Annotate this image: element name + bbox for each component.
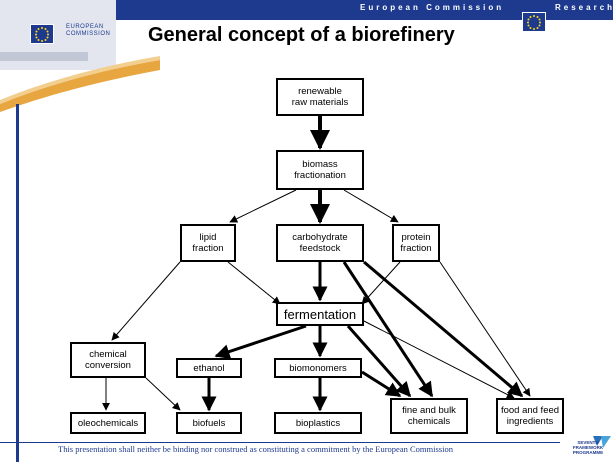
top-bar — [116, 0, 613, 20]
fp7-line2: PROGRAMME — [572, 450, 604, 455]
node-protein-fraction: protein fraction — [392, 224, 440, 262]
node-chemical-conversion: chemical conversion — [70, 342, 146, 378]
node-fine-bulk-chemicals: fine and bulk chemicals — [390, 398, 468, 434]
arrow-fermentation-ethanol — [214, 324, 307, 359]
footer-line — [0, 442, 560, 443]
page-title: General concept of a biorefinery — [148, 24, 455, 46]
research-label: Research — [555, 3, 613, 12]
arrow-biomass-protein — [343, 189, 399, 223]
commission-label: European Commission — [360, 3, 505, 12]
node-carbohydrate-feedstock: carbohydrate feedstock — [276, 224, 364, 262]
node-lipid-fraction: lipid fraction — [180, 224, 236, 262]
header-panel — [0, 0, 116, 70]
node-food-feed-ingredients: food and feed ingredients — [496, 398, 564, 434]
fp7-line1: SEVENTH FRAMEWORK — [572, 440, 604, 450]
header-strip — [0, 52, 88, 61]
left-edge-line — [16, 104, 19, 462]
arrow-protein-food — [439, 261, 531, 397]
eu-flag-icon — [30, 24, 54, 44]
logo-text: EUROPEAN COMMISSION — [66, 24, 110, 38]
arrow-biomass-lipid — [229, 189, 297, 223]
node-biomonomers: biomonomers — [274, 358, 362, 378]
arrow-lipid-fermentation — [227, 261, 281, 305]
node-bioplastics: bioplastics — [274, 412, 362, 434]
node-oleochemicals: oleochemicals — [70, 412, 146, 434]
node-ethanol: ethanol — [176, 358, 242, 378]
logo-line1: EUROPEAN — [66, 24, 104, 30]
arrow-protein-fermentation — [361, 261, 401, 305]
arrow-biomonomers-finebulk — [361, 370, 402, 398]
node-fermentation: fermentation — [276, 302, 364, 326]
fp7-logo-icon — [593, 436, 611, 448]
fp7-label: SEVENTH FRAMEWORK PROGRAMME — [563, 440, 613, 455]
footer-disclaimer: This presentation shall neither be bindi… — [58, 444, 453, 454]
node-biomass-fractionation: biomass fractionation — [276, 150, 364, 190]
fp7-logo: SEVENTH FRAMEWORK PROGRAMME — [563, 434, 613, 462]
arrow-lipid-chemical — [111, 261, 181, 341]
arrow-chemical-biofuels — [145, 377, 181, 411]
arrow-carbohydrate-food — [363, 260, 524, 398]
node-biofuels: biofuels — [176, 412, 242, 434]
node-renewable-raw-materials: renewable raw materials — [276, 78, 364, 116]
arrow-fermentation-food — [361, 319, 515, 399]
eu-flag-icon-right — [522, 12, 546, 32]
logo-line2: COMMISSION — [66, 31, 111, 37]
arrow-carbohydrate-finebulk — [342, 261, 434, 398]
